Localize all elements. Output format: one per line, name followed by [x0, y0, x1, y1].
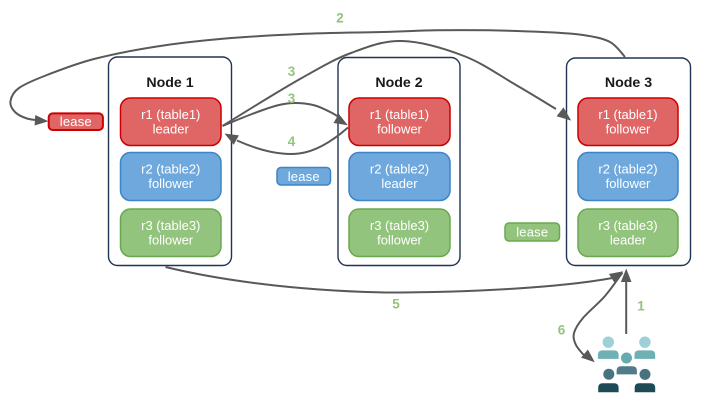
svg-text:r2 (table2): r2 (table2)	[598, 162, 657, 177]
svg-text:2: 2	[336, 11, 344, 26]
svg-text:follower: follower	[148, 233, 193, 248]
svg-text:lease: lease	[516, 225, 548, 240]
svg-text:5: 5	[392, 297, 400, 312]
svg-text:follower: follower	[606, 176, 651, 191]
svg-text:leader: leader	[381, 176, 418, 191]
svg-text:follower: follower	[377, 122, 422, 137]
svg-text:r2 (table2): r2 (table2)	[370, 162, 429, 177]
svg-text:r3 (table3): r3 (table3)	[141, 218, 200, 233]
svg-text:lease: lease	[60, 114, 92, 129]
svg-text:3: 3	[288, 64, 296, 79]
svg-text:r3 (table3): r3 (table3)	[598, 218, 657, 233]
svg-text:Node 2: Node 2	[375, 75, 422, 91]
svg-text:r3 (table3): r3 (table3)	[370, 218, 429, 233]
svg-text:3: 3	[288, 91, 296, 106]
svg-text:leader: leader	[610, 233, 647, 248]
svg-text:follower: follower	[606, 122, 651, 137]
svg-text:r1 (table1): r1 (table1)	[370, 107, 429, 122]
svg-text:leader: leader	[153, 122, 190, 137]
svg-text:r1 (table1): r1 (table1)	[141, 107, 200, 122]
svg-text:Node 3: Node 3	[605, 75, 652, 91]
svg-text:4: 4	[288, 134, 296, 149]
svg-text:1: 1	[637, 299, 645, 314]
svg-text:r1 (table1): r1 (table1)	[598, 107, 657, 122]
svg-text:Node 1: Node 1	[146, 75, 193, 91]
svg-text:lease: lease	[288, 169, 320, 184]
svg-text:follower: follower	[377, 233, 422, 248]
svg-text:6: 6	[558, 323, 566, 338]
svg-text:r2 (table2): r2 (table2)	[141, 162, 200, 177]
svg-text:follower: follower	[148, 176, 193, 191]
